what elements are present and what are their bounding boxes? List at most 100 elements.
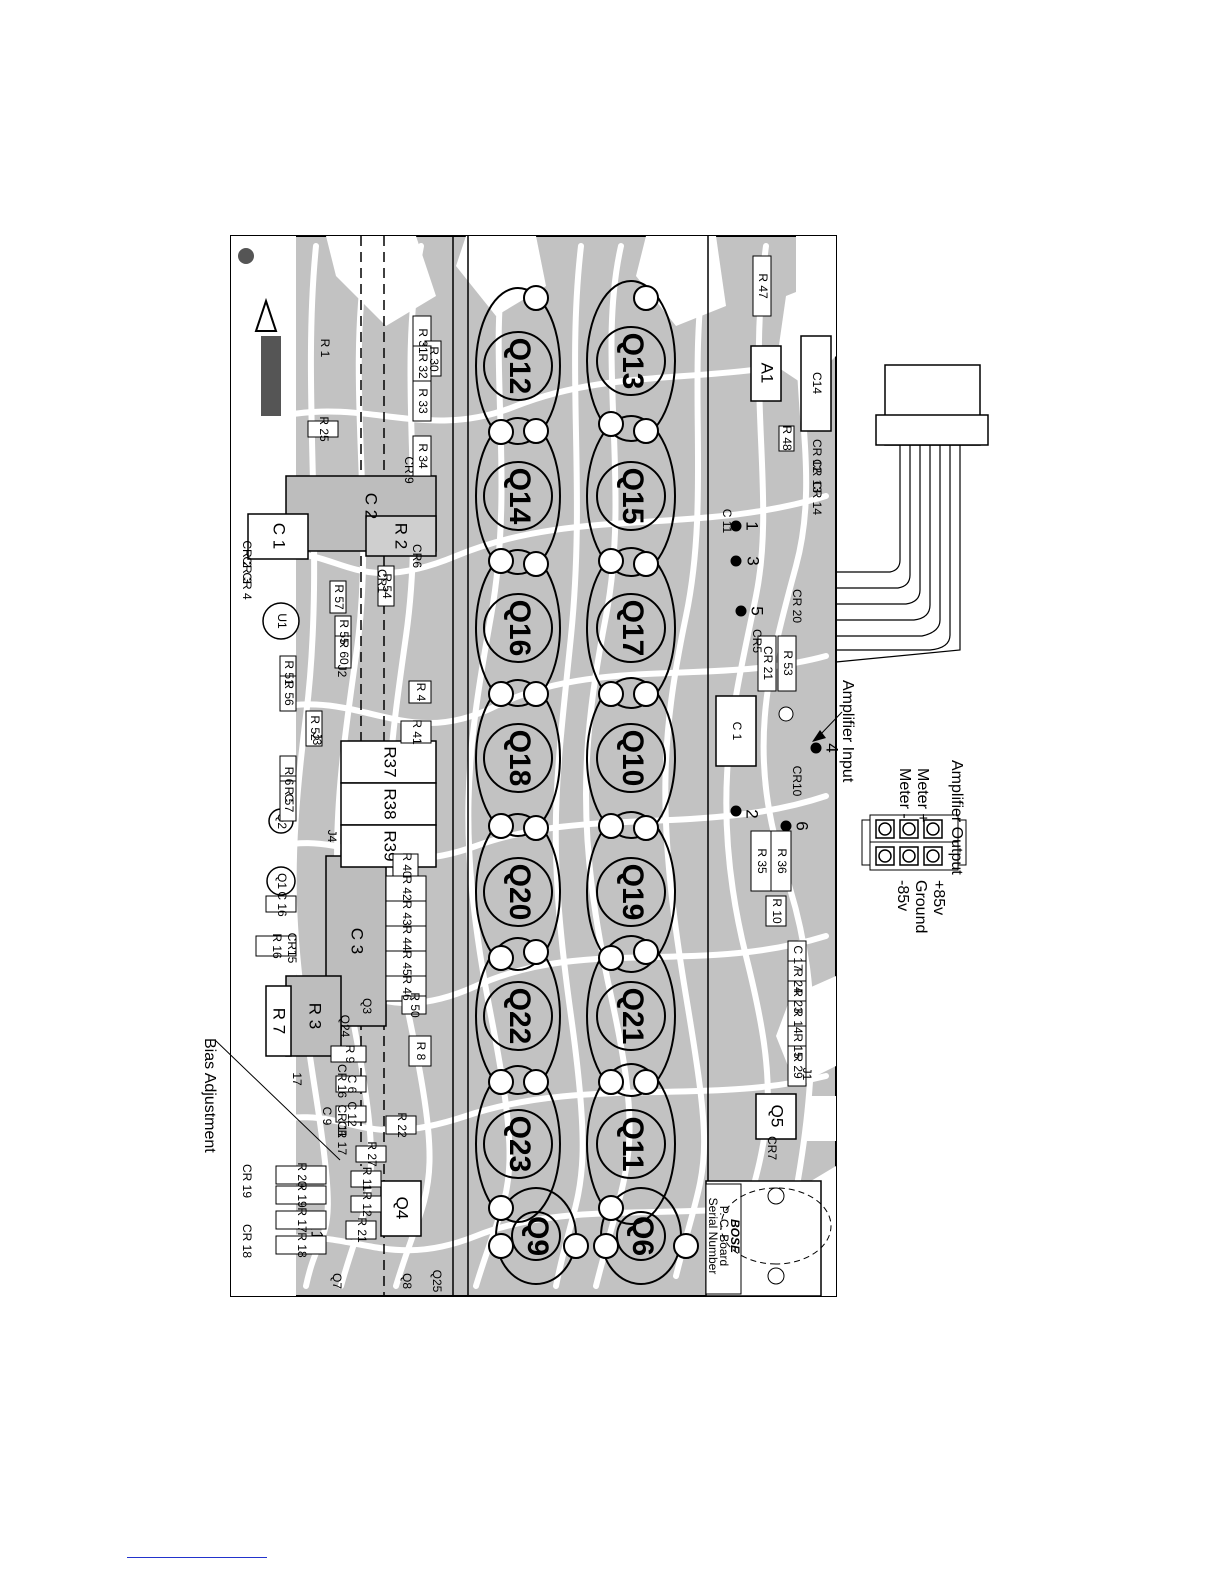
r23-label: R 23 bbox=[791, 988, 805, 1014]
r17-label: R 17 bbox=[295, 1207, 309, 1233]
q9-label: Q9 bbox=[521, 1216, 554, 1256]
r34-label: R 34 bbox=[416, 443, 430, 469]
pcb-board: Q12 Q13 Q14 Q15 Q16 Q17 Q18 Q10 Q20 Q19 … bbox=[230, 235, 842, 1297]
u1-body bbox=[262, 602, 300, 640]
cr14-label: CR 14 bbox=[810, 481, 824, 515]
test-points: 1 3 5 4 2 6 bbox=[730, 520, 842, 832]
c3-label: C 3 bbox=[348, 928, 367, 954]
q19-label: Q19 bbox=[616, 864, 649, 921]
q15-label: Q15 bbox=[616, 468, 649, 525]
r6-label: R 6 bbox=[282, 767, 296, 786]
meter-minus-label: Meter - bbox=[896, 768, 913, 819]
q14-outline bbox=[475, 417, 561, 575]
u1-label: U1 bbox=[275, 613, 289, 629]
q23-outline bbox=[475, 1065, 561, 1223]
r16-label: R 16 bbox=[270, 933, 284, 959]
r47-label: R 47 bbox=[756, 273, 770, 299]
j2-label: J2 bbox=[335, 665, 349, 678]
r3-label: R 3 bbox=[306, 1003, 325, 1029]
r21-label: R 21 bbox=[355, 1217, 369, 1243]
r38-label: R38 bbox=[381, 788, 400, 819]
r60-label: R 60 bbox=[337, 639, 351, 665]
q25-label: Q25 bbox=[430, 1270, 444, 1293]
a1-body bbox=[750, 345, 782, 402]
board-logo bbox=[238, 248, 281, 416]
r7-body bbox=[265, 985, 292, 1057]
r52-label: R 52 bbox=[308, 715, 322, 741]
tp6-label: 6 bbox=[793, 821, 812, 830]
r24-label: R 24 bbox=[791, 968, 805, 994]
q10-label: Q10 bbox=[616, 730, 649, 787]
tp2-label: 2 bbox=[743, 809, 762, 818]
q12-outline bbox=[475, 287, 561, 445]
r35-label: R 35 bbox=[755, 848, 769, 874]
r12-label: R 12 bbox=[360, 1191, 374, 1217]
c1b-body bbox=[715, 695, 757, 767]
r33-label: R 33 bbox=[416, 388, 430, 414]
r7-label: R 7 bbox=[270, 1008, 289, 1034]
cr13-label: CR 13 bbox=[810, 459, 824, 493]
amplifier-input-label: Amplifier Input bbox=[839, 680, 856, 783]
r2-body bbox=[365, 515, 437, 557]
q11-label: Q11 bbox=[616, 1116, 649, 1171]
r32-label: R 32 bbox=[416, 353, 430, 379]
q5-body bbox=[755, 1093, 797, 1140]
r48-label: R 48 bbox=[780, 425, 794, 451]
pc-board-label: P. C. Board bbox=[717, 1206, 731, 1266]
r46-label: R 46 bbox=[400, 975, 414, 1001]
r30-label: R 30 bbox=[427, 346, 441, 372]
c1-label: C 1 bbox=[270, 523, 289, 549]
q16-outline bbox=[475, 549, 561, 707]
r44-label: R 44 bbox=[400, 925, 414, 951]
cr3-label: CR 3 bbox=[240, 556, 254, 584]
c14-body bbox=[800, 335, 832, 432]
cr2-label: CR 2 bbox=[240, 540, 254, 568]
cr15-label: CR15 bbox=[285, 933, 299, 964]
tp17-label: 17 bbox=[290, 1072, 304, 1086]
ground-label: Ground bbox=[912, 880, 929, 933]
q18-label: Q18 bbox=[503, 730, 536, 787]
power-transistor-outlines bbox=[475, 280, 682, 1285]
q20-label: Q20 bbox=[503, 864, 536, 921]
serial-number-label: Serial Number bbox=[706, 1198, 720, 1275]
cr10-label: CR10 bbox=[790, 766, 804, 797]
r40-label: R 40 bbox=[400, 852, 414, 878]
j1-label: J1 bbox=[800, 1068, 814, 1081]
c16-label: C 16 bbox=[275, 891, 289, 917]
r36-label: R 36 bbox=[775, 848, 789, 874]
cr7-label: CR7 bbox=[765, 1136, 779, 1160]
r14-label: R 14 bbox=[791, 1008, 805, 1034]
r1-label: R 1 bbox=[318, 339, 332, 358]
q8-label: Q8 bbox=[400, 1273, 414, 1289]
r57-label: R 57 bbox=[332, 584, 346, 610]
annotation-labels: Amplifier Input Amplifier Output Meter +… bbox=[201, 680, 965, 1161]
c17-label: C 17 bbox=[791, 945, 805, 971]
r41-label: R 41 bbox=[410, 719, 424, 745]
q5-label: Q5 bbox=[768, 1105, 787, 1128]
r27-label: R 27 bbox=[365, 1141, 379, 1167]
q22-label: Q22 bbox=[503, 988, 536, 1045]
q4-label: Q4 bbox=[393, 1197, 412, 1220]
c1-body bbox=[247, 513, 309, 560]
r18-label: R 18 bbox=[295, 1232, 309, 1258]
minus85-label: -85v bbox=[894, 880, 911, 911]
serial-number-area: BOSE P. C. Board Serial Number bbox=[705, 1180, 832, 1297]
bias-adjustment-label: Bias Adjustment bbox=[201, 1038, 218, 1153]
q1-body bbox=[266, 866, 296, 896]
bose-label: BOSE bbox=[728, 1219, 742, 1254]
cr16-label: CR 16 bbox=[335, 1064, 349, 1098]
r22-label: R 22 bbox=[395, 1112, 409, 1138]
cr20-label: CR 20 bbox=[790, 589, 804, 623]
pinout-diagram bbox=[861, 814, 967, 871]
footer-rule bbox=[127, 1557, 267, 1558]
cr6-label: CR6 bbox=[410, 544, 424, 568]
q6-label: Q6 bbox=[626, 1216, 659, 1256]
r43-label: R 43 bbox=[400, 900, 414, 926]
r54-label: R 54 bbox=[380, 573, 394, 599]
q17-label: Q17 bbox=[616, 600, 649, 657]
q7-label: Q7 bbox=[330, 1273, 344, 1289]
r50-label: R 50 bbox=[408, 992, 422, 1018]
q11-outline bbox=[586, 1063, 676, 1225]
r8-label: R 8 bbox=[414, 1042, 428, 1061]
